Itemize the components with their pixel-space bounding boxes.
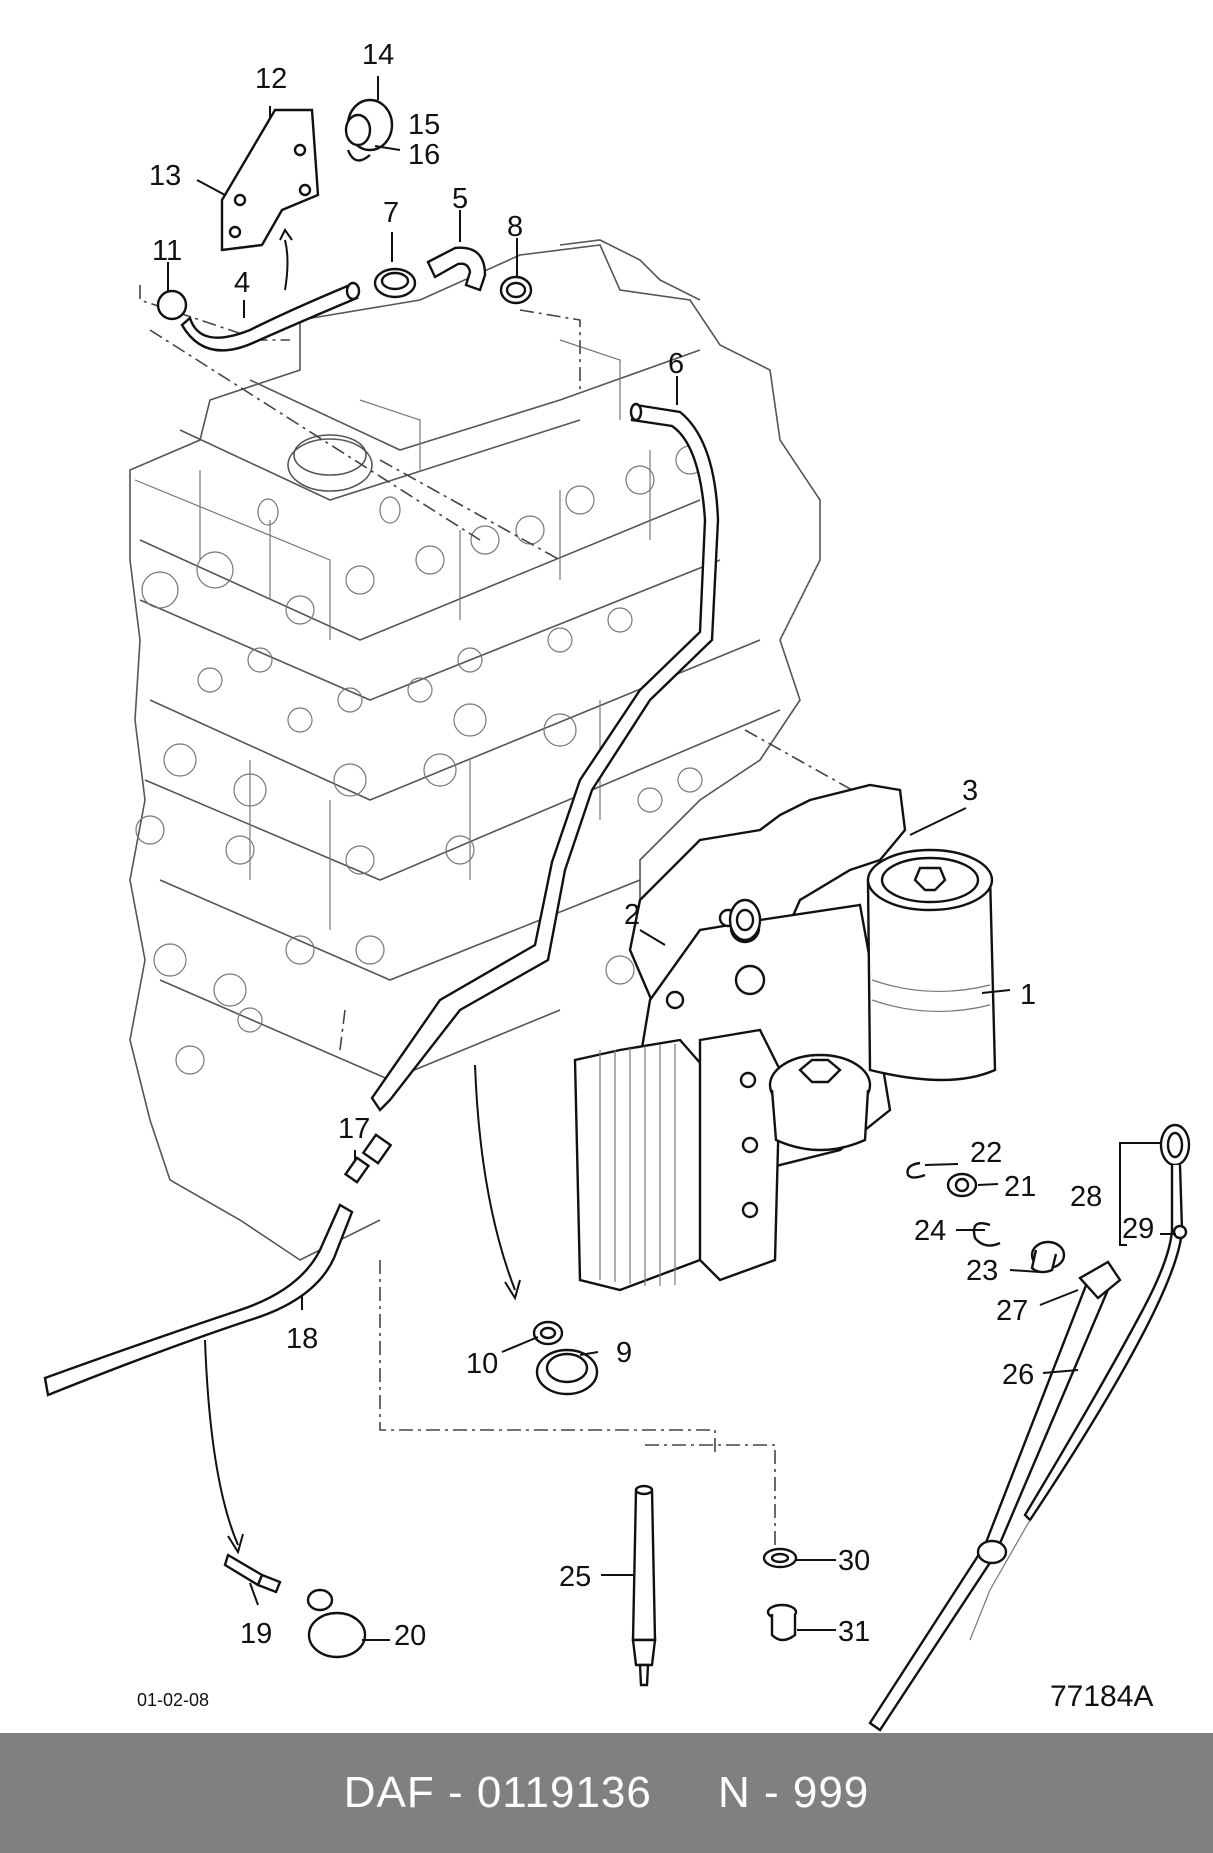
figure-number: 77184A: [1050, 1680, 1153, 1713]
engine-block: [129, 239, 821, 1261]
part-21-plug: [946, 1172, 978, 1198]
part-26-dipstick-tube: [868, 1260, 1122, 1732]
callout-3: 3: [962, 775, 978, 807]
part-19-valve: [223, 1553, 282, 1594]
part-5-elbow: [426, 246, 487, 292]
callout-22: 22: [970, 1137, 1002, 1169]
callout-26: 26: [1002, 1359, 1034, 1391]
callout-19: 19: [240, 1618, 272, 1650]
footer-bar: DAF - 0119136 N - 999: [0, 1733, 1213, 1853]
callout-16: 16: [408, 139, 440, 171]
part-8-clamp: [499, 275, 533, 305]
part-25-sensor: [631, 1484, 657, 1687]
part-31-plug: [766, 1603, 798, 1642]
callout-8: 8: [507, 211, 523, 243]
callout-25: 25: [559, 1561, 591, 1593]
part-18-hose: [43, 1203, 354, 1397]
part-11-ring: [156, 289, 188, 321]
callout-4: 4: [234, 267, 250, 299]
callout-11: 11: [152, 235, 182, 267]
callout-29: 29: [1122, 1213, 1154, 1245]
part-23-plug: [1030, 1240, 1066, 1274]
part-10-ring: [532, 1320, 564, 1346]
part-17-fitting: [343, 1133, 393, 1184]
part-1-filter: [866, 848, 997, 1082]
callout-18: 18: [286, 1323, 318, 1355]
callout-21: 21: [1004, 1171, 1036, 1203]
callout-12: 12: [255, 63, 287, 95]
callout-24: 24: [914, 1215, 946, 1247]
part-9-clamp: [535, 1348, 599, 1396]
part-4-hose: [180, 281, 361, 352]
part-2-bolt: [728, 898, 762, 942]
part-14-clamp: [344, 98, 394, 162]
callout-2: 2: [624, 899, 640, 931]
callout-15: 15: [408, 109, 440, 141]
callout-20: 20: [394, 1620, 426, 1652]
part-12-bracket: [220, 108, 320, 252]
callout-30: 30: [838, 1545, 870, 1577]
part-22-24-rings: [906, 1161, 1001, 1247]
callout-23: 23: [966, 1255, 998, 1287]
callout-27: 27: [996, 1295, 1028, 1327]
part-oil-cap: [768, 1053, 872, 1152]
callout-6: 6: [668, 348, 684, 380]
callout-10: 10: [466, 1348, 498, 1380]
callout-14: 14: [362, 39, 394, 71]
part-7-clamp: [373, 267, 417, 299]
part-20-clamp: [306, 1588, 367, 1659]
callout-labels: 1 2 3 4 5 6 7 8 9 10 11 12 13 14 15 16 1…: [149, 39, 1154, 1652]
part-30-washer: [762, 1547, 798, 1569]
callout-13: 13: [149, 160, 181, 192]
callout-1: 1: [1020, 979, 1036, 1011]
callout-7: 7: [383, 197, 399, 229]
callout-5: 5: [452, 183, 468, 215]
assembly-arrows: [204, 228, 521, 1555]
leader-lines: [167, 76, 1176, 1641]
part-6-hose: [370, 402, 720, 1112]
callout-31: 31: [838, 1616, 870, 1648]
footer-text: DAF - 0119136 N - 999: [343, 1768, 870, 1817]
part-cooler: [573, 1028, 782, 1292]
callout-17: 17: [338, 1113, 370, 1145]
parts-diagram: 1 2 3 4 5 6 7 8 9 10 11 12 13 14 15 16 1…: [43, 39, 1191, 1732]
callout-9: 9: [616, 1337, 632, 1369]
date-code: 01-02-08: [137, 1690, 209, 1710]
assembly-lines: [139, 285, 871, 1545]
part-28-dipstick: [969, 1123, 1191, 1641]
callout-28: 28: [1070, 1181, 1102, 1213]
